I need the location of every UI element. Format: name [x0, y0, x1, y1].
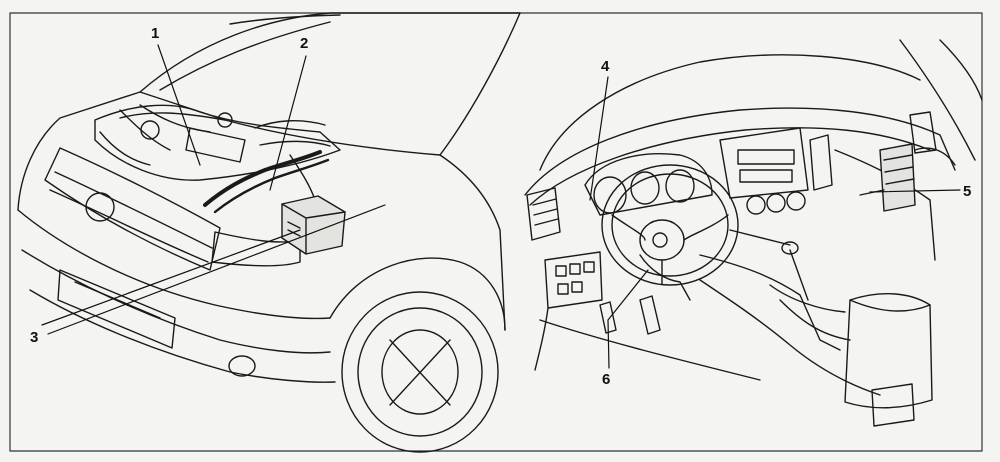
grille: [44, 147, 221, 271]
headlight: [211, 231, 301, 267]
fog-light: [228, 355, 256, 377]
wheel-arch: [329, 257, 506, 331]
centre-console-audio: [719, 127, 809, 199]
vehicle-front-view: [17, 12, 521, 453]
leader-5: [869, 189, 961, 193]
callout-1: 1: [151, 25, 160, 42]
fuse-relay-box: [281, 195, 346, 255]
callout-6: 6: [602, 371, 611, 388]
ecu-module: [879, 143, 916, 212]
leader-4: [589, 76, 609, 201]
front-bumper: [17, 209, 331, 320]
engine-block: [94, 104, 341, 181]
dashboard-top: [524, 107, 956, 196]
leader-6: [607, 269, 649, 369]
wiring-harness: [203, 150, 322, 207]
leader-3: [41, 229, 301, 326]
gear-lever: [769, 249, 846, 313]
pedals: [599, 295, 661, 335]
left-air-vent: [526, 187, 561, 241]
leader-1: [157, 44, 201, 166]
leader-3b: [47, 204, 386, 335]
interior-dashboard-view: [524, 39, 983, 427]
steering-column: [639, 254, 691, 301]
centre-tunnel: [699, 254, 841, 351]
callout-4: 4: [601, 58, 610, 75]
hood-panel: [139, 12, 521, 156]
switch-panel: [544, 251, 603, 309]
leader-2: [269, 55, 307, 191]
callout-2: 2: [300, 35, 309, 52]
instrument-cluster: [584, 153, 713, 216]
body-outline: [17, 91, 141, 211]
grille-emblem: [85, 192, 115, 222]
console-box: [844, 292, 933, 409]
callout-3: 3: [30, 329, 39, 346]
callout-5: 5: [963, 183, 972, 200]
windscreen-line: [539, 54, 921, 171]
steering-wheel: [601, 164, 739, 286]
front-tyre: [341, 291, 499, 453]
leader-lines: [41, 44, 961, 369]
